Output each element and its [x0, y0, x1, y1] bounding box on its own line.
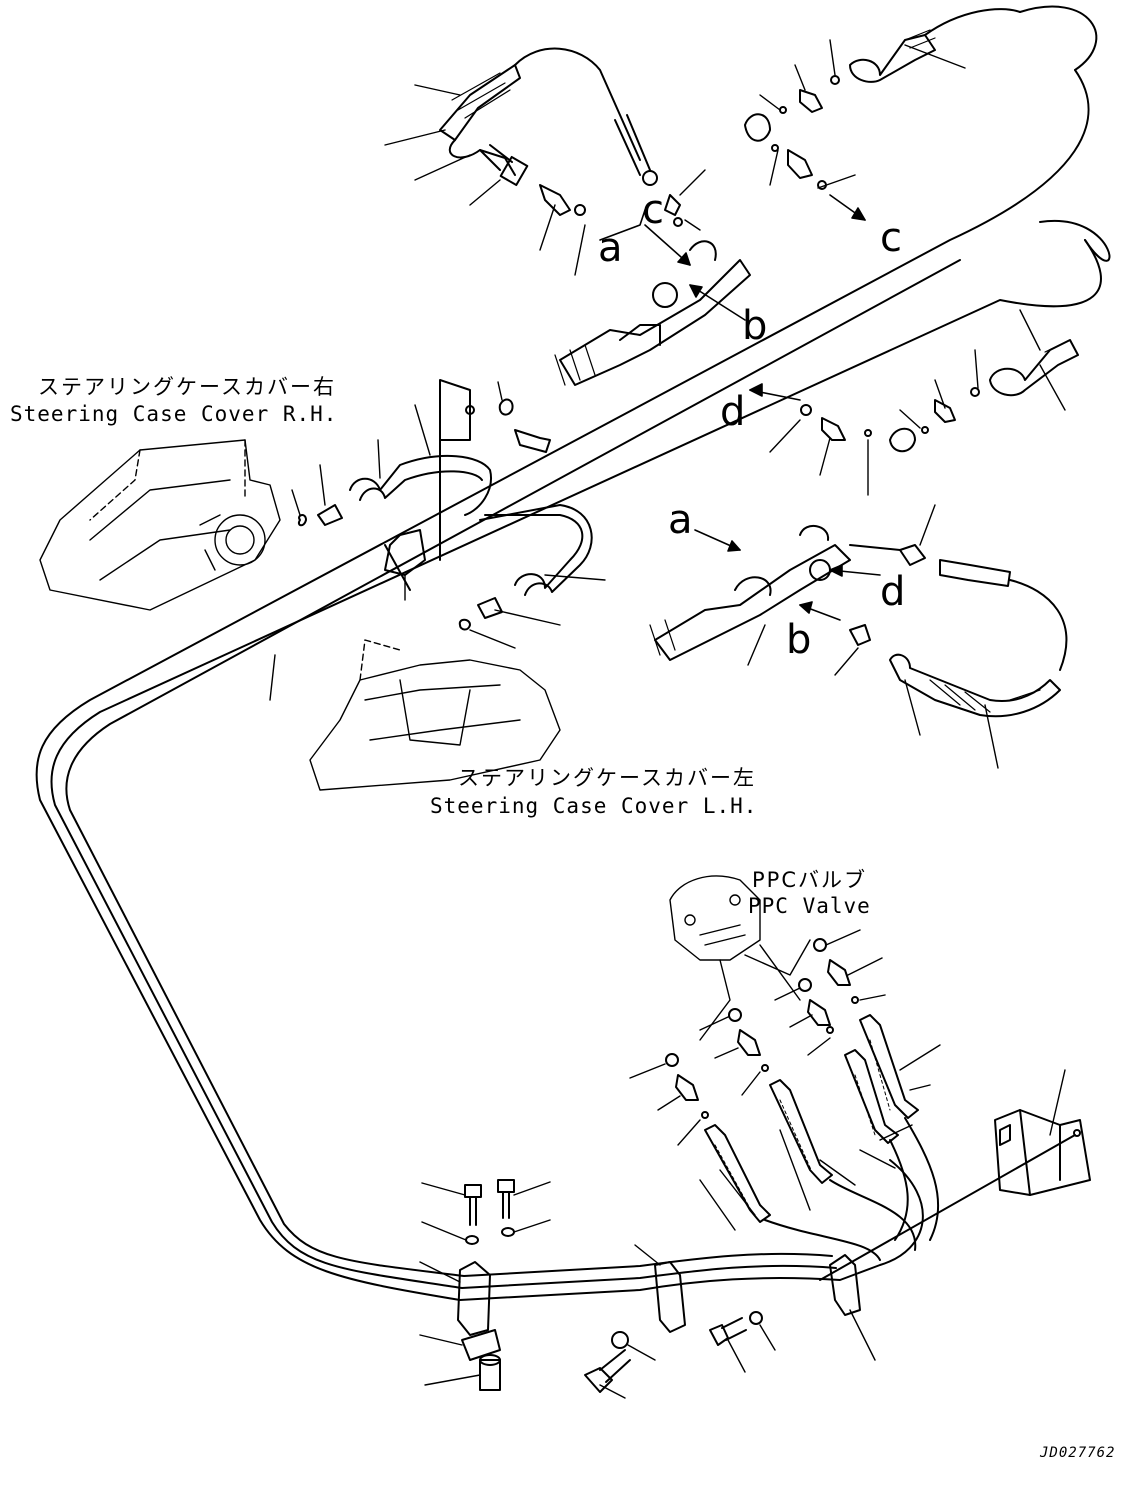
- ppc-fittings: [665, 938, 940, 1261]
- steering-case-cover-lh-label-jp: ステアリングケースカバー左: [458, 766, 756, 790]
- top-right-fittings: [744, 8, 1021, 190]
- callout-a-mid: a: [668, 497, 693, 543]
- bracket-right: [994, 1109, 1091, 1196]
- ppc-valve-label-en: PPC Valve: [748, 894, 871, 918]
- callout-c-top: c: [642, 187, 664, 233]
- ppc-valve-label-jp: PPCバルブ: [752, 868, 867, 892]
- callout-d-top: d: [720, 389, 746, 435]
- callout-b-mid: b: [786, 617, 812, 663]
- rh-hose-assembly: [297, 379, 551, 591]
- steering-case-cover-rh-label-en: Steering Case Cover R.H.: [10, 402, 338, 426]
- cylinder-top: [554, 240, 751, 386]
- document-id: JD027762: [1040, 1445, 1116, 1461]
- steering-case-cover-lh-label-en: Steering Case Cover L.H.: [430, 794, 758, 818]
- leader-lines: [269, 39, 1066, 1399]
- callout-c-right: c: [880, 215, 902, 261]
- steering-case-cover-rh-label-jp: ステアリングケースカバー右: [38, 375, 336, 399]
- main-hose-bundle: [35, 5, 1111, 1301]
- top-hose-assembly: [439, 47, 683, 227]
- lh-hose-assembly: [458, 504, 593, 631]
- callout-b-top: b: [742, 303, 768, 349]
- bottom-hardware: [457, 1134, 1076, 1393]
- right-middle-fittings: [800, 339, 1079, 453]
- steering-case-cover-rh: [39, 439, 281, 611]
- steering-case-cover-lh: [309, 639, 561, 791]
- callout-d-mid: d: [880, 569, 906, 615]
- callout-a-top: a: [598, 225, 623, 271]
- callout-arrows: [599, 194, 881, 621]
- cylinder-middle: [649, 525, 1068, 718]
